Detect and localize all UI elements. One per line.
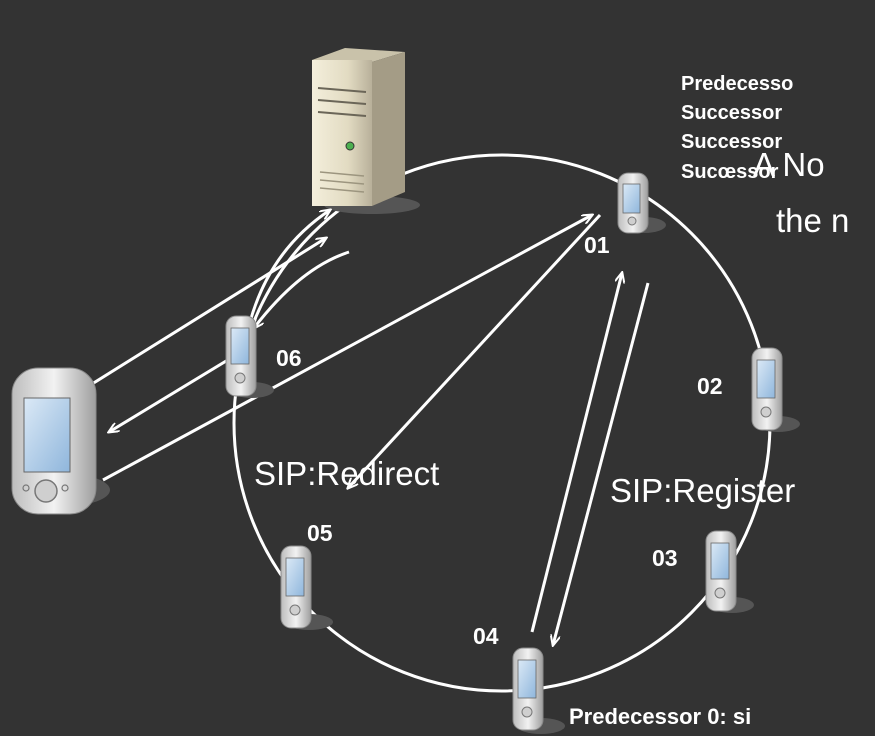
sip-register-label: SIP:Register [610, 472, 796, 509]
node-device-01-icon [617, 172, 666, 234]
sip-redirect-label: SIP:Redirect [254, 455, 440, 492]
node-device-02-icon [751, 347, 800, 432]
node-device-04-icon [512, 647, 565, 734]
server-icon [312, 48, 420, 214]
arrow-client-to-server [91, 238, 326, 386]
top-box-line-2: Successor [681, 102, 783, 124]
arrow-group [91, 210, 650, 645]
note-line-2: the n [776, 202, 850, 239]
top-box-line-3: Successor [681, 131, 783, 153]
node-label-01: 01 [584, 232, 610, 258]
arrow-node-01-to-05 [348, 213, 602, 488]
client-device-icon [11, 367, 110, 515]
node-label-06: 06 [276, 345, 302, 371]
arrow-node-06-to-client [109, 353, 237, 432]
arrow-node-04-to-01 [530, 273, 622, 633]
arrow-node-01-to-04 [553, 282, 650, 645]
top-box-line-1: Predecesso [681, 73, 794, 95]
ring-circle [232, 153, 772, 693]
node-device-05-icon [280, 545, 333, 630]
node-label-02: 02 [697, 373, 723, 399]
arrow-client-to-node-01 [102, 215, 592, 482]
node-device-03-icon [705, 530, 754, 613]
node-label-03: 03 [652, 545, 678, 571]
arrow-server-to-node-06 [254, 250, 350, 328]
bottom-predecessor-text: Predecessor 0: si [569, 704, 752, 729]
node-label-04: 04 [473, 623, 499, 649]
node-label-05: 05 [307, 520, 333, 546]
note-line-1: A No [753, 146, 825, 183]
arrow-node-06-to-server [248, 210, 330, 323]
top-box-line-4-overlap: essor [725, 161, 779, 183]
node-device-06-icon [225, 315, 274, 398]
top-box-line-4: Succ [681, 161, 729, 183]
